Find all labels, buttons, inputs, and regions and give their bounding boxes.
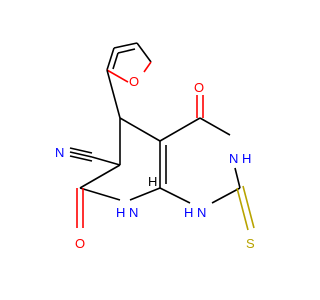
bond-furan-c3-c4-inner [117, 48, 136, 54]
bond-furan-to-c5 [106, 69, 121, 119]
bond-nitrile-triple-3 [69, 155, 93, 162]
bond-c5-c4a [119, 117, 161, 142]
bond-furan-c4-c5 [136, 42, 152, 63]
bond-c7-n8 [79, 187, 121, 201]
atom-nh-right-nitrogen: N [229, 151, 238, 166]
bond-furan-c3-c4 [113, 42, 138, 49]
bond-c2-n1 [211, 187, 241, 204]
atom-nh-bottom-left-hydrogen: H [116, 205, 125, 220]
bond-furan-o-c2 [106, 69, 129, 83]
bond-n8-c8a [129, 187, 161, 201]
bond-c2-s-b [242, 185, 255, 229]
bond-c6-cn [91, 156, 121, 166]
atom-keto-oxygen-top: O [194, 80, 204, 95]
bond-c4a-c4 [159, 117, 201, 142]
atom-keto-oxygen-left: O [75, 236, 85, 251]
bond-nitrile-triple-1 [69, 147, 93, 154]
bond-c4-n3 [199, 117, 231, 136]
bond-c2-s-a [236, 187, 249, 231]
bond-furan-c2-c3 [106, 47, 115, 71]
molecule-diagram: O N O N H S O H N H N H [55, 42, 255, 251]
bond-furan-c2-c3-inner [112, 52, 119, 70]
bond-nitrile-triple-2 [69, 151, 93, 158]
bond-n3-c2 [234, 167, 241, 189]
atom-nh-bottom-right-hydrogen: H [184, 205, 193, 220]
atom-thione-sulfur: S [246, 236, 255, 251]
bond-n1-c8a [159, 187, 191, 204]
atom-nitrile-nitrogen: N [55, 145, 64, 160]
atom-furan-oxygen: O [129, 74, 139, 89]
bond-c6-c7 [79, 164, 121, 189]
structure-svg: O N O N H S O H N H N H [55, 42, 255, 251]
atom-ring-hydrogen: H [148, 174, 157, 189]
atom-nh-right-hydrogen: H [242, 151, 251, 166]
atom-nh-bottom-left-nitrogen: N [129, 205, 138, 220]
atom-nh-bottom-right-nitrogen: N [197, 205, 206, 220]
bond-furan-c5-o [143, 61, 152, 73]
